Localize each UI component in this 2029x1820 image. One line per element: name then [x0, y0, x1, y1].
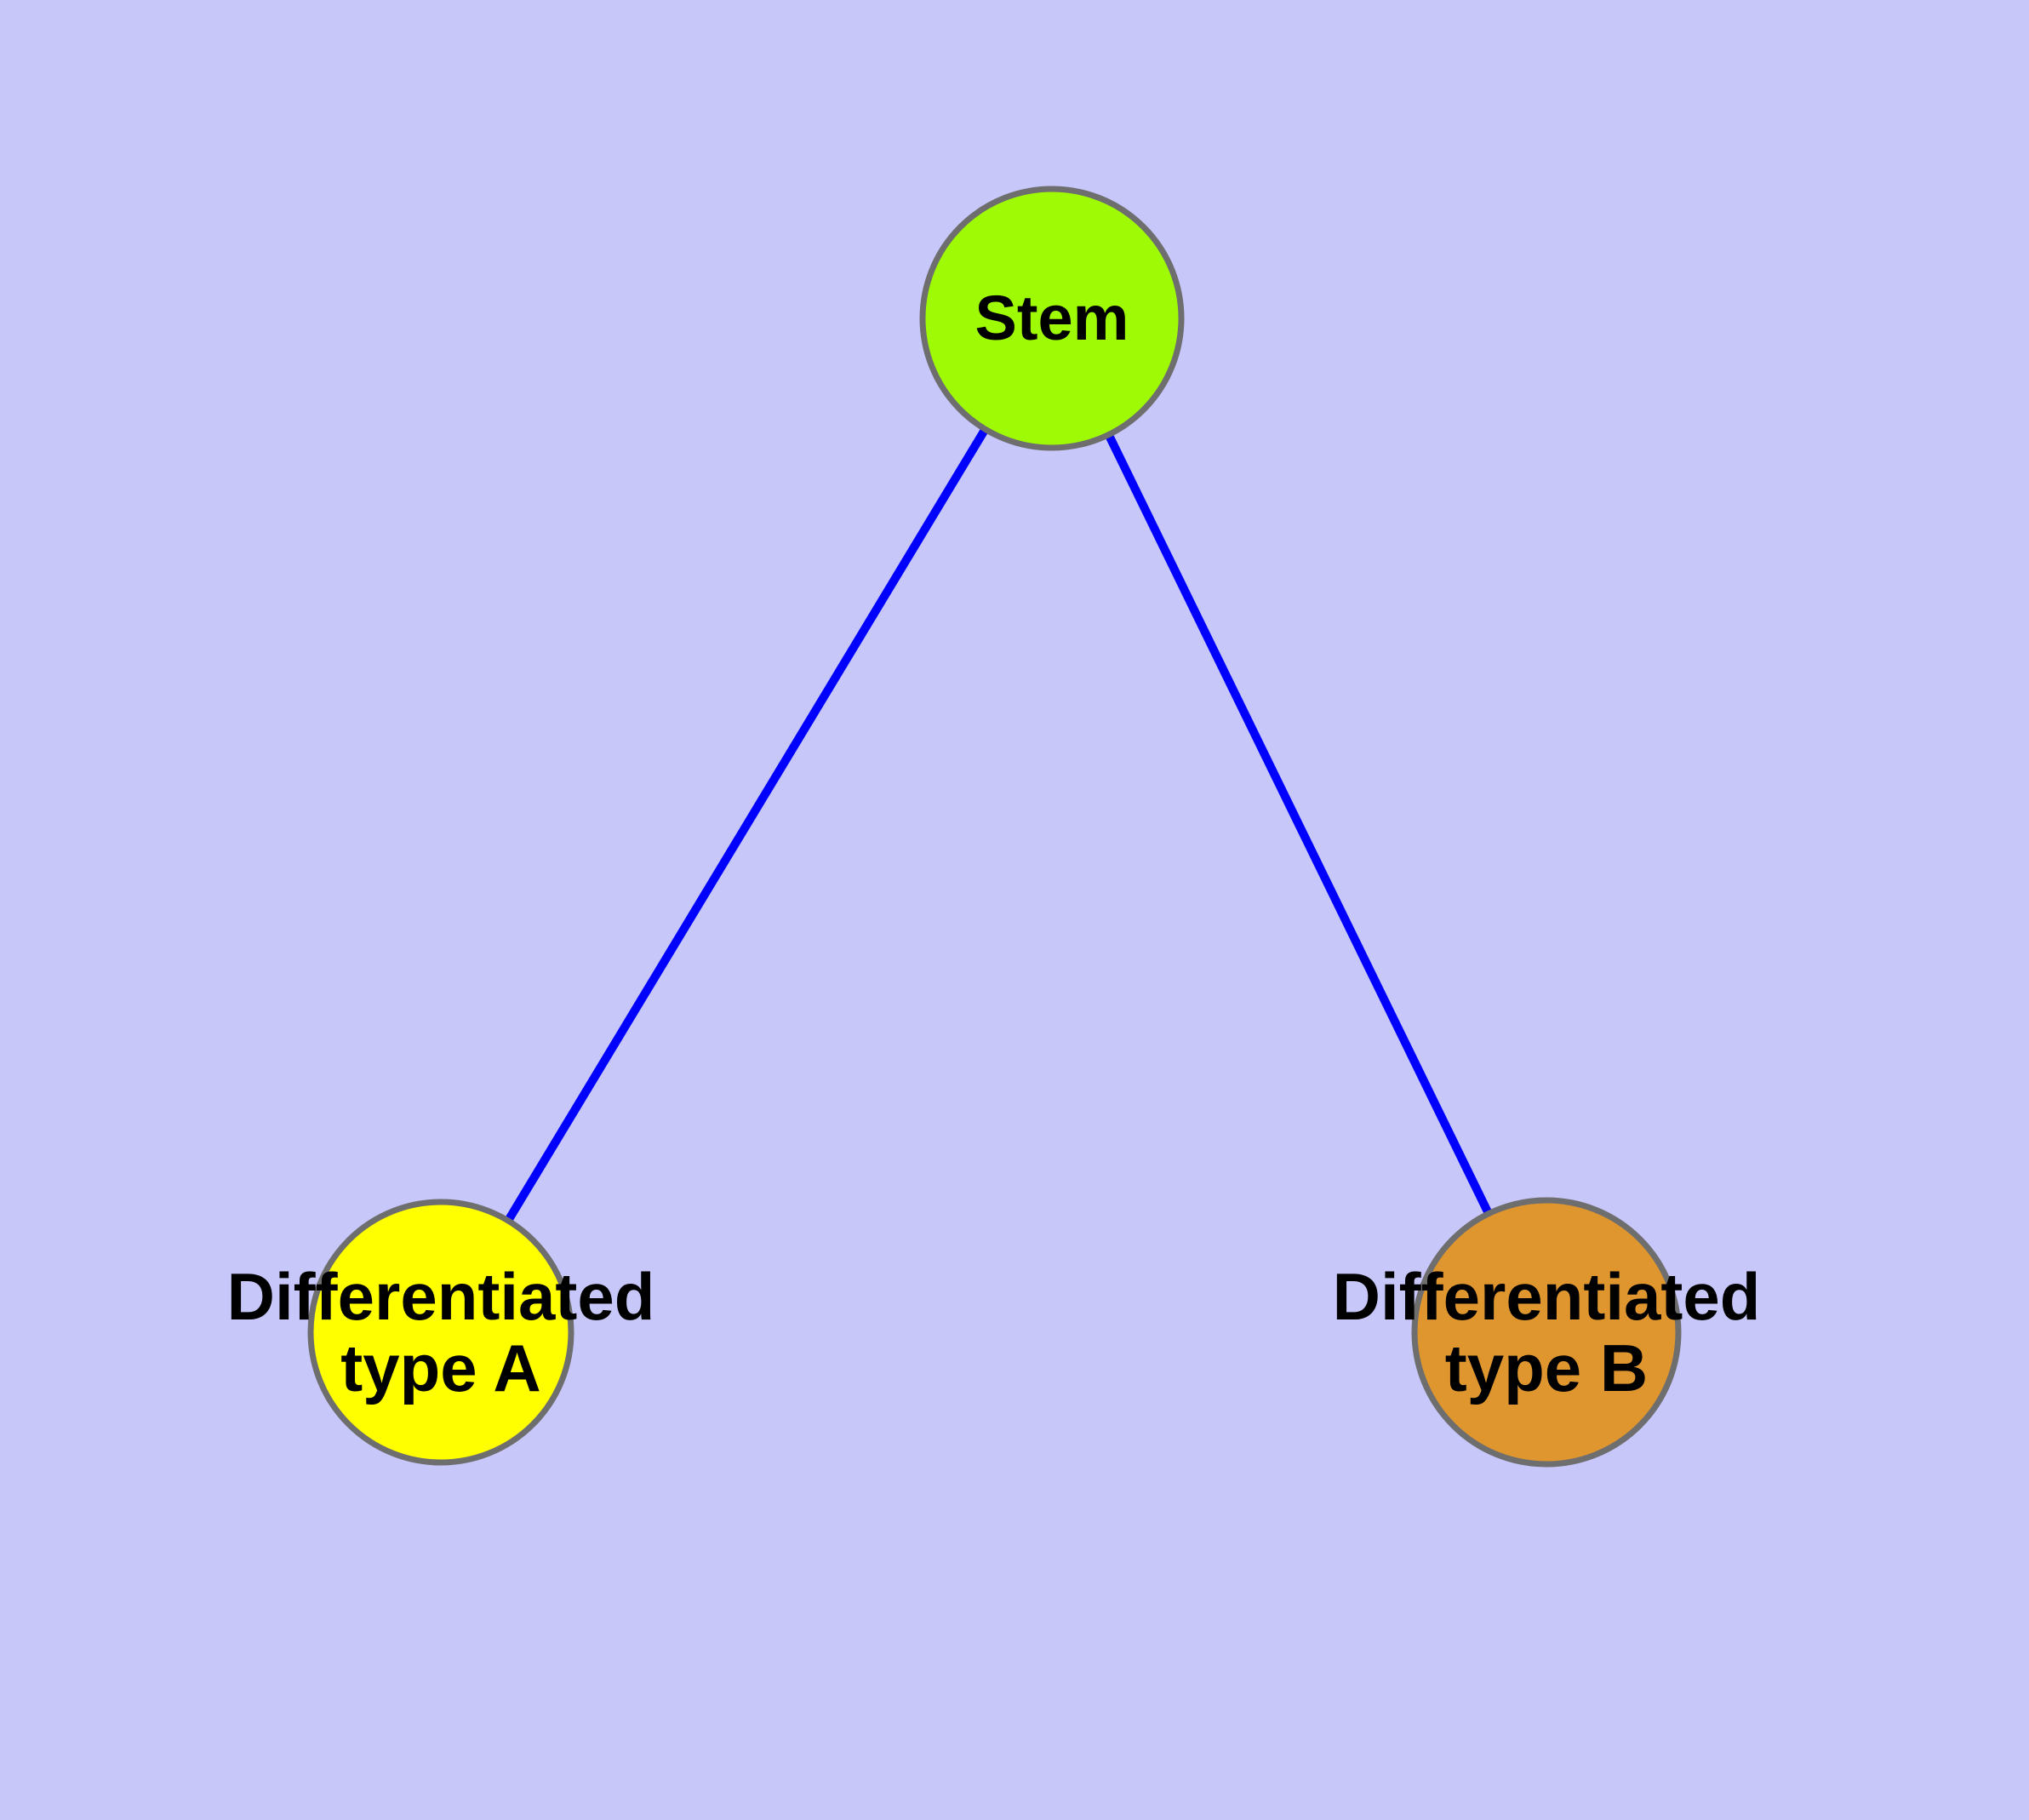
nodes-group [307, 186, 1682, 1468]
node-stem[interactable] [919, 186, 1185, 451]
edge-stem-to-diff_a [502, 424, 991, 1226]
node-diff_a[interactable] [307, 1199, 574, 1466]
edges-group [502, 424, 1495, 1226]
node-diff_b[interactable] [1411, 1197, 1682, 1468]
edge-stem-to-diff_b [1103, 429, 1495, 1219]
